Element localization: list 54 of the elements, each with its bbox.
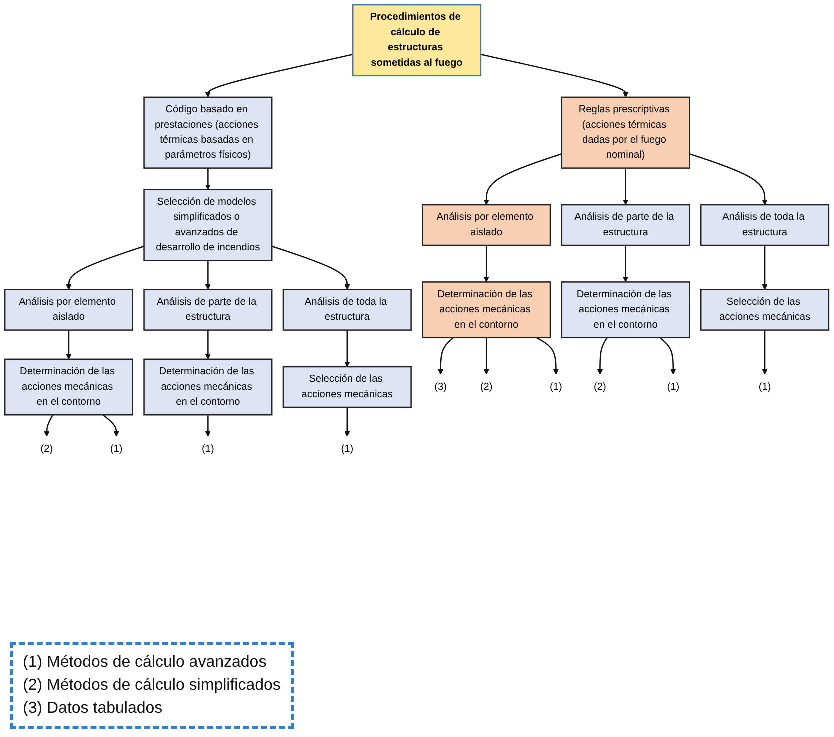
legend-entry: (3) Datos tabulados	[23, 699, 164, 719]
arrow	[484, 246, 490, 282]
arrow	[102, 414, 120, 437]
node-text: (3)	[434, 382, 447, 392]
node-box: Análisis de toda la estructura	[700, 204, 830, 246]
arrow	[480, 54, 629, 98]
node-text: (1)	[667, 382, 680, 392]
legend-entry: (1) Métodos de cálculo avanzados	[23, 653, 268, 673]
arrow	[536, 337, 559, 375]
node-box: Análisis de parte de la estructura	[144, 289, 273, 331]
arrow	[660, 337, 676, 375]
arrow	[623, 246, 629, 282]
arrow	[66, 246, 144, 290]
node-box: Procedimientos de cálculo de estructuras sometidas al fuego	[352, 4, 482, 77]
arrow	[205, 54, 354, 98]
node-box: Análisis por elemento aislado	[4, 289, 134, 331]
node-box: Determinación de las acciones mecánicas en el contorno	[422, 282, 552, 339]
arrow	[762, 246, 768, 290]
arrow	[623, 168, 629, 206]
node-text: (1)	[341, 444, 354, 454]
arrow	[205, 330, 211, 360]
arrow	[205, 415, 211, 437]
arrow	[205, 168, 211, 190]
arrow	[205, 260, 211, 290]
node-box: Determinación de las acciones mecánicas en el contorno	[561, 282, 690, 339]
node-text: (1)	[202, 444, 214, 454]
node-box: Reglas prescriptivas (acciones térmicas dadas por el fuego nominal)	[561, 96, 690, 169]
arrow	[438, 337, 454, 375]
node-box: Determinación de las acciones mecánicas en el contorno	[144, 358, 273, 416]
node-text: (1)	[550, 382, 562, 392]
node-box: Selección de modelos simplificados o avanzados de desarrollo de incendios	[144, 189, 273, 262]
node-box: Análisis de parte de la estructura	[561, 204, 690, 246]
arrow	[44, 414, 54, 437]
legend-entry: (2) Métodos de cálculo simplificados	[23, 676, 281, 696]
arrow	[66, 330, 72, 360]
node-text: (2)	[594, 382, 606, 392]
arrow	[344, 330, 350, 368]
node-text: (1)	[758, 382, 772, 392]
node-text: (2)	[480, 382, 493, 392]
arrow	[690, 153, 768, 206]
arrow	[762, 330, 768, 375]
node-box: Análisis por elemento aislado	[422, 204, 552, 246]
node-box: Determinación de las acciones mecánicas en el contorno	[4, 358, 134, 416]
arrow	[272, 246, 350, 290]
arrow	[484, 338, 490, 375]
node-box: Selección de las acciones mecánicas	[282, 366, 412, 408]
arrow	[484, 153, 562, 206]
arrow	[597, 338, 608, 375]
arrow	[344, 408, 350, 437]
node-text: (1)	[110, 444, 123, 454]
node-box: Código basado en prestaciones (acciones térmicas basadas en parámetros físicos)	[144, 96, 273, 169]
node-box: Análisis de toda la estructura	[282, 289, 412, 331]
node-box: Selección de las acciones mecánicas	[700, 289, 830, 331]
node-text: (2)	[40, 444, 54, 454]
